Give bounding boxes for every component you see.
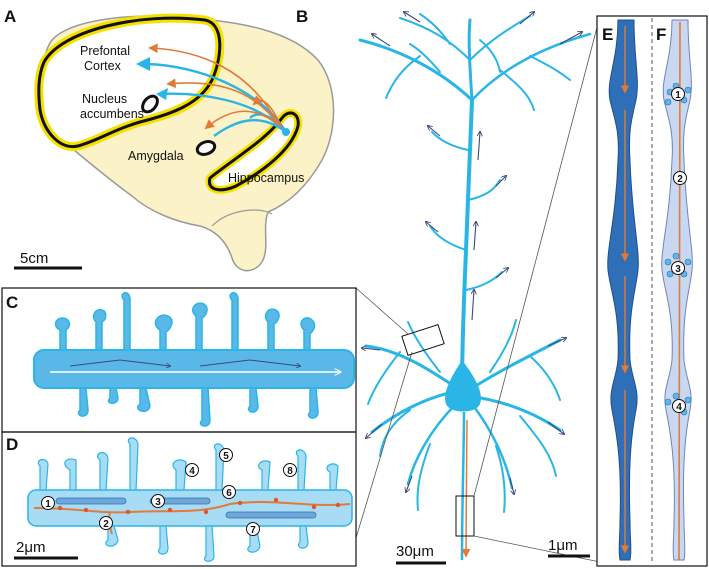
transport-track — [33, 501, 351, 514]
svg-text:4: 4 — [676, 402, 682, 413]
svg-text:3: 3 — [675, 264, 681, 275]
axon — [460, 411, 466, 561]
marker-5: 5 — [219, 448, 233, 462]
prefrontal-target-icon — [136, 57, 150, 71]
svg-text:5: 5 — [223, 451, 229, 462]
marker-3: 3 — [151, 494, 165, 508]
axon-signal-arrow — [461, 419, 471, 558]
svg-text:8: 8 — [287, 466, 293, 477]
axon-marker-3: 3 — [671, 261, 685, 275]
marker-7: 7 — [246, 522, 260, 536]
apical-dendrite — [358, 13, 592, 394]
signal-arrows — [362, 12, 582, 494]
marker-4: 4 — [185, 463, 199, 477]
panel-d-frame — [1, 431, 357, 567]
axon-marker-4: 4 — [672, 399, 686, 413]
axon-marker-1: 1 — [671, 87, 685, 101]
svg-text:1: 1 — [675, 90, 681, 101]
svg-text:3: 3 — [155, 497, 161, 508]
panel-d-markers: 1 2 3 4 5 6 7 8 — [41, 448, 297, 536]
region-label-prefrontal: Prefontal — [80, 44, 130, 58]
zoom-box-dendrite — [401, 323, 445, 357]
svg-text:1: 1 — [45, 499, 51, 510]
region-label-nucleus: Nucleus — [82, 92, 127, 106]
accumbens-target-icon — [156, 88, 168, 100]
svg-text:2: 2 — [677, 174, 683, 185]
hippocampal-projections — [136, 43, 290, 137]
marker-8: 8 — [283, 463, 297, 477]
axon-marker-2: 2 — [673, 171, 687, 185]
panel-label-a: A — [4, 7, 16, 26]
panel-b-neuron: 30μm — [355, 12, 601, 565]
region-label-accumbens: accumbens — [80, 107, 144, 121]
region-label-cortex: Cortex — [84, 59, 122, 73]
scale-label-brain: 5cm — [20, 250, 48, 267]
marker-2: 2 — [99, 516, 113, 530]
svg-text:2: 2 — [103, 519, 109, 530]
panel-c-dendrite — [33, 291, 355, 427]
panel-d-dendrite — [27, 437, 353, 562]
panel-label-f: F — [656, 25, 666, 44]
zoom-box-axon — [455, 495, 475, 537]
scale-label-neuron: 30μm — [396, 543, 434, 560]
marker-6: 6 — [222, 485, 236, 499]
panel-label-e: E — [602, 25, 613, 44]
panel-label-d: D — [6, 435, 18, 454]
neuron-soma — [445, 360, 481, 412]
panel-a-brain: Prefontal Cortex Nucleus accumbens Amygd… — [14, 13, 335, 272]
nucleus-accumbens-region — [141, 94, 159, 114]
scale-label-axon: 1μm — [548, 537, 577, 554]
svg-text:4: 4 — [189, 466, 195, 477]
amygdala-region — [195, 140, 217, 156]
panel-label-c: C — [6, 293, 18, 312]
scale-label-dendrite: 2μm — [16, 539, 45, 556]
region-label-hippocampus: Hippocampus — [228, 171, 304, 185]
panel-f-axon: 1 2 3 4 — [661, 19, 693, 561]
panel-label-b: B — [296, 7, 308, 26]
region-label-amygdala: Amygdala — [128, 149, 184, 163]
marker-1: 1 — [41, 496, 55, 510]
svg-text:7: 7 — [250, 525, 256, 536]
svg-text:6: 6 — [226, 488, 232, 499]
panel-e-axon — [607, 19, 639, 561]
